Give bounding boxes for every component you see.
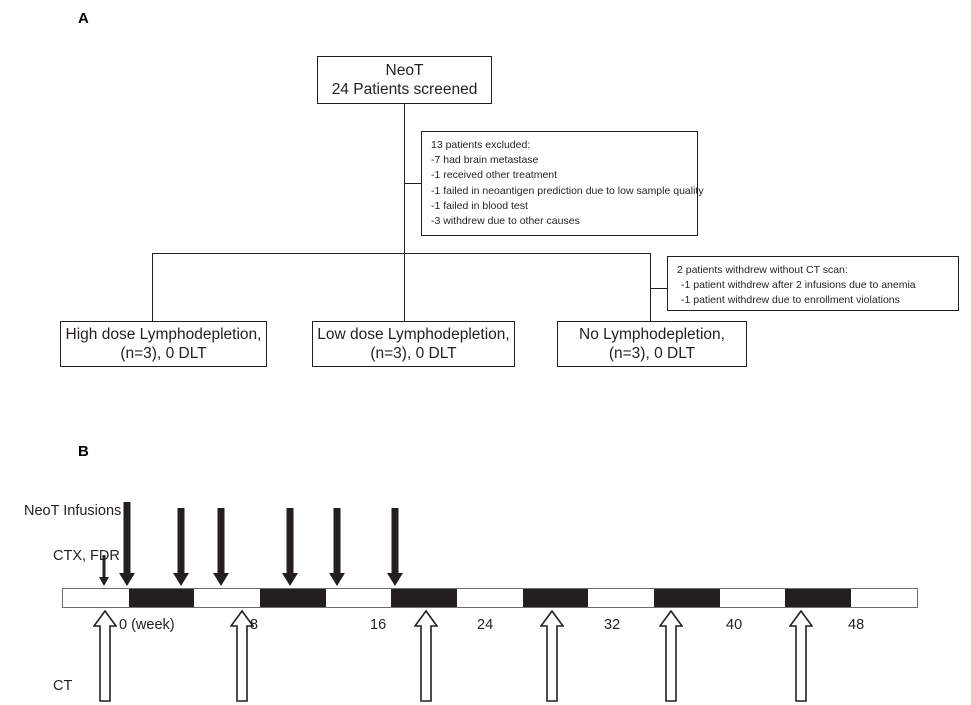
tick-label-0: 0 (week) <box>119 617 175 633</box>
tick-label-16: 16 <box>370 617 387 633</box>
tick-label-32: 32 <box>604 617 621 633</box>
infusion-arrow-5 <box>328 508 346 586</box>
withdrew-title: 2 patients withdrew without CT scan: <box>677 264 848 276</box>
flowchart-node-root: NeoT 24 Patients screened <box>317 56 492 104</box>
infusion-arrow-4 <box>281 508 299 586</box>
infusion-arrow-1 <box>118 502 136 586</box>
connector-drop-arm-2 <box>404 253 406 321</box>
timeline-segment <box>522 589 589 607</box>
flowchart-node-arm-high-dose: High dose Lymphodepletion, (n=3), 0 DLT <box>60 321 267 367</box>
timeline-segment <box>194 589 260 607</box>
excluded-item-2: -1 received other treatment <box>431 169 558 182</box>
ct-arrow-4 <box>540 610 564 702</box>
panel-label-b: B <box>78 443 89 460</box>
connector-trunk-main <box>404 104 406 253</box>
timeline-bar <box>62 588 918 608</box>
timeline-segment <box>719 589 786 607</box>
flowchart-node-arm-low-dose: Low dose Lymphodepletion, (n=3), 0 DLT <box>312 321 515 367</box>
arm-2-line-1: Low dose Lymphodepletion, <box>317 326 510 343</box>
ct-arrow-5 <box>659 610 683 702</box>
infusion-arrow-3 <box>212 508 230 586</box>
ct-arrow-3 <box>414 610 438 702</box>
ctx-fdr-arrow <box>98 555 110 586</box>
excluded-item-3: -1 failed in neoantigen prediction due t… <box>431 184 704 197</box>
timeline-segment <box>850 589 917 607</box>
excluded-item-5: -3 withdrew due to other causes <box>431 215 580 228</box>
timeline-label-ct: CT <box>53 678 73 694</box>
tick-label-40: 40 <box>726 617 743 633</box>
note-withdrew-patients: 2 patients withdrew without CT scan: -1 … <box>667 256 959 311</box>
withdrew-item-2: -1 patient withdrew due to enrollment vi… <box>681 294 900 307</box>
infusion-arrow-6 <box>386 508 404 586</box>
arm-3-line-2: (n=3), 0 DLT <box>608 345 696 362</box>
panel-label-a: A <box>78 10 89 27</box>
excluded-item-4: -1 failed in blood test <box>431 199 528 212</box>
tick-label-24: 24 <box>477 617 494 633</box>
ct-arrow-2 <box>230 610 254 702</box>
excluded-item-1: -7 had brain metastase <box>431 154 539 167</box>
timeline-segment <box>63 589 129 607</box>
arm-1-line-2: (n=3), 0 DLT <box>120 345 207 362</box>
flowchart-node-arm-no-lymphodepletion: No Lymphodepletion, (n=3), 0 DLT <box>557 321 747 367</box>
timeline-segment <box>785 589 851 607</box>
timeline-segment <box>456 589 523 607</box>
arm-3-line-1: No Lymphodepletion, <box>579 326 725 343</box>
connector-stub-withdrew <box>650 288 668 290</box>
excluded-title: 13 patients excluded: <box>431 139 531 151</box>
root-line-2: 24 Patients screened <box>331 81 478 98</box>
connector-distribution-bar <box>152 253 651 255</box>
ct-arrow-6 <box>789 610 813 702</box>
timeline-segment <box>259 589 326 607</box>
note-excluded-patients: 13 patients excluded: -7 had brain metas… <box>421 131 704 236</box>
timeline-segment <box>588 589 654 607</box>
timeline-segment <box>325 589 392 607</box>
withdrew-item-1: -1 patient withdrew after 2 infusions du… <box>681 279 916 292</box>
tick-label-8: 8 <box>250 617 259 633</box>
root-line-1: NeoT <box>385 62 424 79</box>
timeline-segment <box>653 589 720 607</box>
infusion-arrow-2 <box>172 508 190 586</box>
arm-2-line-2: (n=3), 0 DLT <box>370 345 457 362</box>
connector-stub-excluded <box>404 183 422 185</box>
arm-1-line-1: High dose Lymphodepletion, <box>65 326 262 343</box>
timeline-segment <box>391 589 457 607</box>
tick-label-48: 48 <box>848 617 865 633</box>
timeline-segment <box>128 589 195 607</box>
ct-arrow-1 <box>93 610 117 702</box>
connector-drop-arm-1 <box>152 253 154 321</box>
timeline-label-neot-infusions: NeoT Infusions <box>24 503 122 519</box>
connector-drop-arm-3 <box>650 253 652 321</box>
